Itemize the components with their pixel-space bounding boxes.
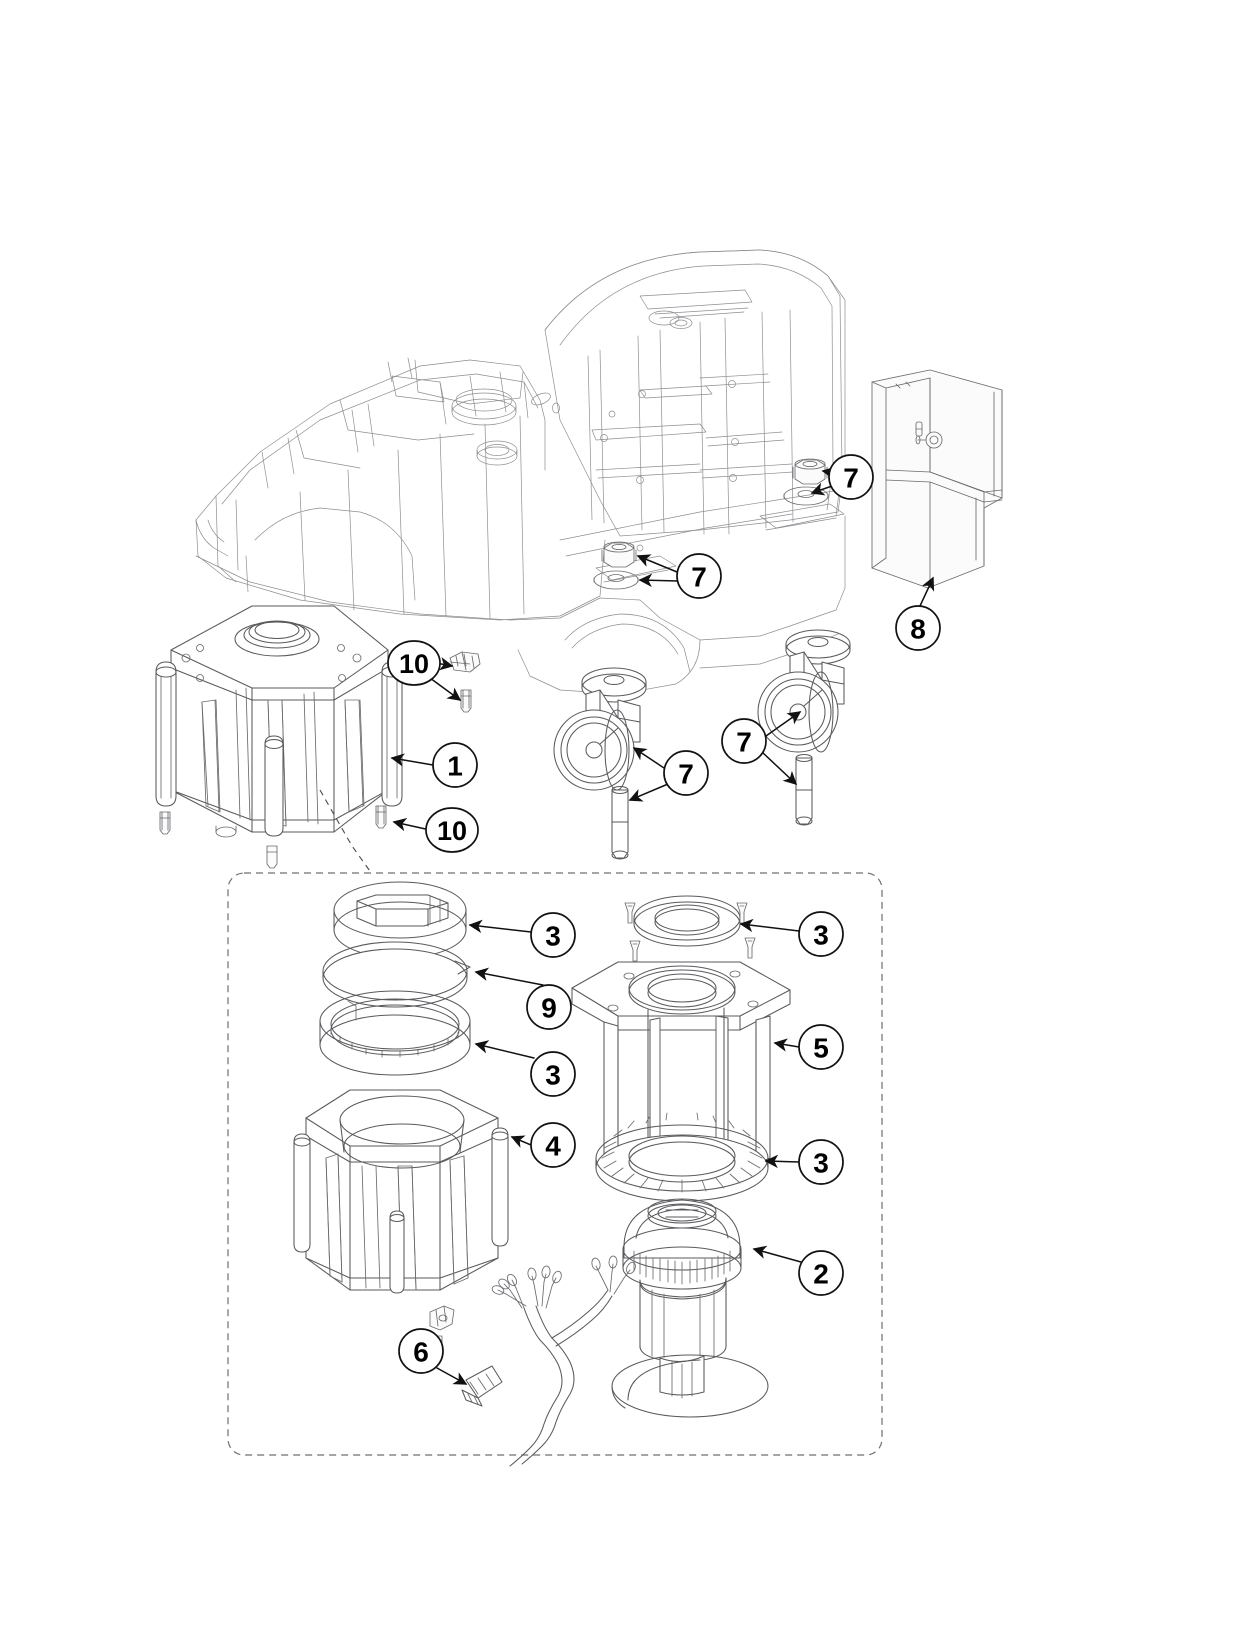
callout-caster-hardware-front[interactable]: 7	[676, 553, 722, 599]
callout-caster-rear-right[interactable]: 7	[721, 718, 767, 764]
callout-screw-lower[interactable]: 10	[425, 807, 479, 853]
callout-motor-mount-plate[interactable]: 5	[798, 1024, 844, 1070]
callout-circle	[425, 807, 479, 853]
gasket-ring-small-illustration	[633, 895, 741, 947]
solution-tank-illustration	[155, 605, 403, 838]
callout-solution-tank[interactable]: 1	[432, 742, 478, 788]
wire-harness-illustration	[461, 1255, 636, 1467]
callout-circle	[663, 750, 709, 796]
callout-bubbles: 1 2 3 3 3 3 4 5 6 7 7 7 7 8 9 10 10	[387, 454, 941, 1374]
callout-circle	[530, 1122, 576, 1168]
machine-body-illustration	[195, 249, 846, 695]
callout-circle	[530, 912, 576, 958]
callout-number: 1	[447, 751, 463, 782]
callout-circle	[721, 718, 767, 764]
callout-number: 3	[813, 1148, 829, 1179]
callout-circle	[387, 640, 441, 686]
callout-motor-gasket[interactable]: 3	[798, 1139, 844, 1185]
callout-number: 7	[678, 759, 694, 790]
callout-gasket-upper[interactable]: 3	[530, 912, 576, 958]
callout-circle	[798, 1139, 844, 1185]
callout-number: 7	[843, 463, 859, 494]
callout-circle	[798, 911, 844, 957]
motor-gasket-illustration	[595, 1112, 769, 1202]
callout-number: 7	[736, 727, 752, 758]
callout-number: 2	[813, 1259, 829, 1290]
tank-lid-seal-illustration	[322, 941, 471, 1008]
callout-battery-cover[interactable]: 8	[895, 605, 941, 651]
callout-caster-hardware-rear[interactable]: 7	[828, 454, 874, 500]
gasket-lower-illustration	[319, 990, 471, 1076]
callout-gasket-lower[interactable]: 3	[530, 1051, 576, 1097]
gasket-upper-illustration	[333, 881, 467, 959]
callout-circle	[676, 553, 722, 599]
callout-number: 9	[541, 993, 557, 1024]
callout-circle	[798, 1024, 844, 1070]
callout-recovery-tank[interactable]: 4	[530, 1122, 576, 1168]
callout-circle	[530, 1051, 576, 1097]
screws-illustration	[159, 651, 481, 869]
callout-number: 7	[691, 562, 707, 593]
callout-circle	[432, 742, 478, 788]
callout-gasket-ring-small[interactable]: 3	[798, 911, 844, 957]
callout-caster-front-left[interactable]: 7	[663, 750, 709, 796]
callout-number: 10	[399, 649, 429, 679]
callout-circle	[828, 454, 874, 500]
callout-number: 10	[437, 816, 467, 846]
battery-cover-illustration	[871, 369, 1003, 589]
callout-number: 3	[545, 921, 561, 952]
callout-latch-and-screw-upper[interactable]: 10	[387, 640, 441, 686]
callout-number: 3	[813, 920, 829, 951]
callout-circle	[398, 1328, 444, 1374]
callout-circle	[798, 1250, 844, 1296]
callout-number: 4	[545, 1131, 561, 1162]
callout-vacuum-motor[interactable]: 2	[798, 1250, 844, 1296]
vacuum-motor-illustration	[611, 1198, 769, 1418]
caster-rear-illustration	[757, 629, 851, 826]
recovery-tank-illustration	[293, 1089, 509, 1294]
callout-circle	[895, 605, 941, 651]
callout-wire-harness[interactable]: 6	[398, 1328, 444, 1374]
callout-number: 3	[545, 1060, 561, 1091]
callout-number: 5	[813, 1033, 829, 1064]
callout-tank-lid-seal[interactable]: 9	[526, 984, 572, 1030]
callout-circle	[526, 984, 572, 1030]
caster-front-illustration	[553, 667, 647, 860]
callout-number: 6	[413, 1337, 429, 1368]
callout-leaders	[390, 466, 935, 1385]
callout-number: 8	[910, 614, 926, 645]
